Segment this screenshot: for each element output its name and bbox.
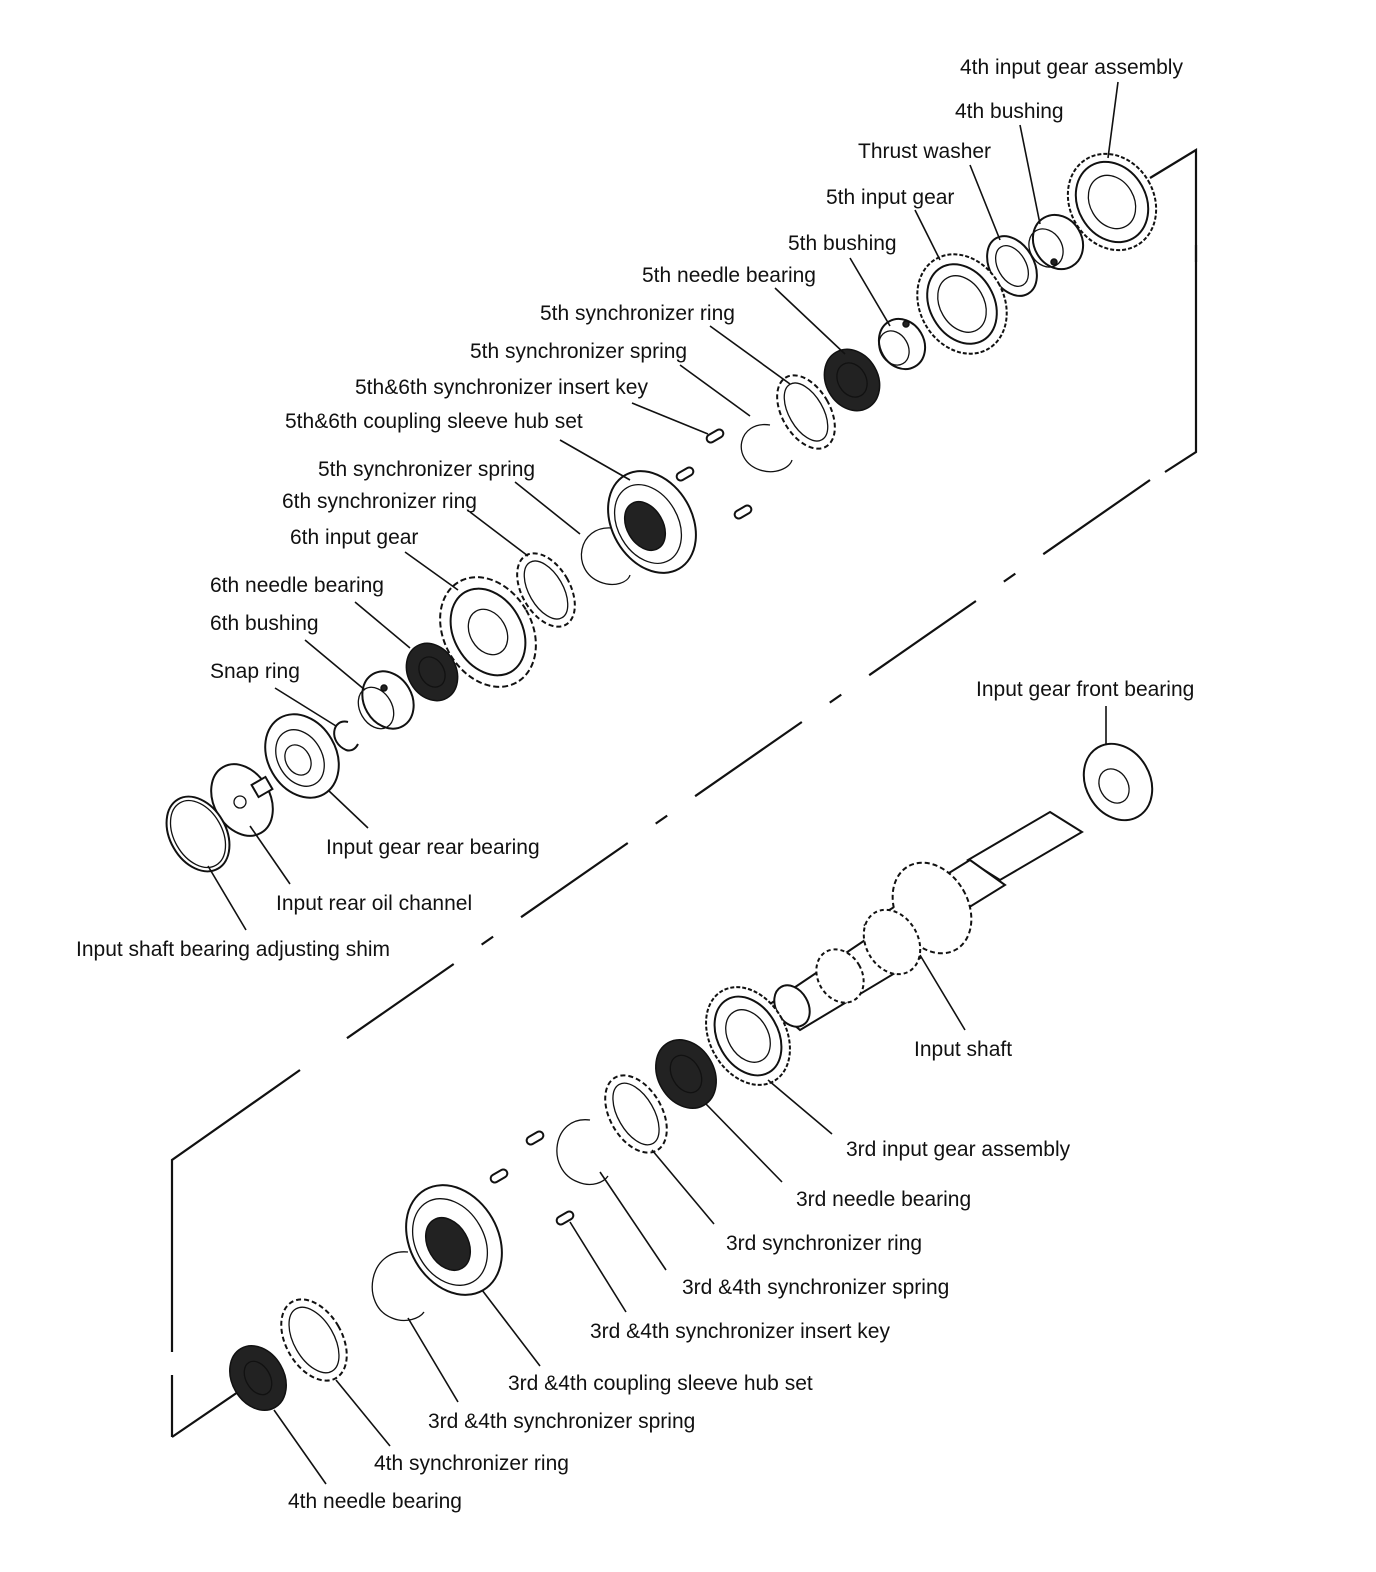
label-gear6: 6th input gear: [290, 526, 418, 549]
hub34-part: [405, 1184, 503, 1296]
needle4-part: [229, 1345, 287, 1411]
bushing4-part: [1028, 213, 1085, 271]
label-needle5: 5th needle bearing: [642, 264, 816, 287]
rear-bearing-part: [264, 713, 340, 799]
leader-lines: [207, 81, 1119, 1485]
bushing5-part: [877, 317, 927, 371]
labels: 4th input gear assembly 4th bushing Thru…: [76, 56, 1194, 1513]
label-needle4: 4th needle bearing: [288, 1490, 462, 1513]
label-needle3: 3rd needle bearing: [796, 1188, 971, 1211]
assembly-axis: [170, 148, 1198, 1438]
front-bearing-part: [1082, 742, 1154, 822]
sync-ring5-part: [776, 374, 836, 450]
label-sync-ring5: 5th synchronizer ring: [540, 302, 735, 325]
spring34-a-part: [556, 1119, 609, 1186]
sync-spring5-low-part: [580, 527, 631, 586]
insert-key56-parts: [675, 428, 753, 520]
label-insert-key56: 5th&6th synchronizer insert key: [355, 376, 648, 399]
label-bushing6: 6th bushing: [210, 612, 319, 635]
label-rear-bearing: Input gear rear bearing: [326, 836, 540, 859]
hub56-part: [607, 470, 697, 574]
sync-spring5-top-part: [740, 424, 793, 473]
label-gear3-assembly: 3rd input gear assembly: [846, 1138, 1071, 1161]
label-spring34-a: 3rd &4th synchronizer spring: [682, 1276, 949, 1299]
label-gear4-assembly: 4th input gear assembly: [960, 56, 1183, 79]
label-hub56: 5th&6th coupling sleeve hub set: [285, 410, 583, 433]
needle6-part: [405, 642, 459, 702]
input-shaft-part: [768, 810, 1084, 1032]
label-front-bearing: Input gear front bearing: [976, 678, 1194, 701]
label-sync-ring4: 4th synchronizer ring: [374, 1452, 569, 1475]
label-bushing5: 5th bushing: [788, 232, 897, 255]
shim-part: [165, 795, 231, 873]
label-sync-spring5-low: 5th synchronizer spring: [318, 458, 535, 481]
gear3-assembly-part: [705, 986, 791, 1086]
thrust-washer-part: [986, 235, 1038, 297]
insert-key34-parts: [489, 1130, 575, 1226]
label-needle6: 6th needle bearing: [210, 574, 384, 597]
sync-ring4-part: [280, 1298, 348, 1382]
label-spring34-b: 3rd &4th synchronizer spring: [428, 1410, 695, 1433]
label-gear5: 5th input gear: [826, 186, 954, 209]
bushing6-part: [357, 670, 415, 730]
label-bushing4: 4th bushing: [955, 100, 1064, 123]
label-sync-ring3: 3rd synchronizer ring: [726, 1232, 922, 1255]
sync-ring3-part: [604, 1074, 668, 1154]
label-shim: Input shaft bearing adjusting shim: [76, 938, 390, 961]
label-insert-key34: 3rd &4th synchronizer insert key: [590, 1320, 890, 1343]
label-input-shaft: Input shaft: [914, 1038, 1012, 1061]
snap-ring-part: [333, 720, 359, 752]
gear6-part: [439, 576, 537, 688]
gear4-assembly-part: [1066, 152, 1158, 252]
label-hub34: 3rd &4th coupling sleeve hub set: [508, 1372, 813, 1395]
needle5-part: [823, 348, 881, 412]
label-sync-ring6: 6th synchronizer ring: [282, 490, 477, 513]
spring34-b-part: [371, 1251, 425, 1322]
label-snap-ring: Snap ring: [210, 660, 300, 683]
needle3-part: [655, 1039, 717, 1109]
label-oil-channel: Input rear oil channel: [276, 892, 472, 915]
label-sync-spring5-top: 5th synchronizer spring: [470, 340, 687, 363]
gear5-part: [916, 253, 1008, 355]
label-thrust-washer: Thrust washer: [858, 140, 991, 163]
